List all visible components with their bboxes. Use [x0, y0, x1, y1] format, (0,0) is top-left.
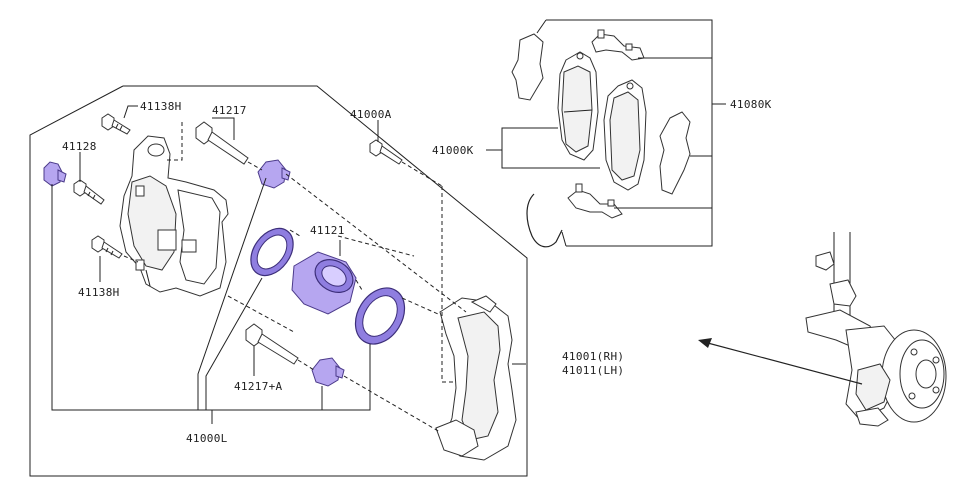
leader-sensor — [561, 231, 567, 247]
caliper-piston — [291, 251, 357, 315]
label-41128: 41128 — [62, 140, 97, 153]
caliper-assembly-frame — [29, 85, 528, 477]
arrow-head-icon — [698, 338, 712, 348]
brake-pad-outer — [603, 79, 647, 191]
pad-wear-sensor — [526, 193, 563, 248]
label-41001RH: 41001(RH) — [562, 350, 624, 363]
label-41000K: 41000K — [432, 144, 474, 157]
guide-pin-41217A — [245, 323, 299, 365]
piston-seal-ring — [250, 227, 294, 277]
leader-41138H-top — [123, 105, 138, 119]
caliper-bracket — [435, 295, 517, 461]
bolt-41128 — [73, 179, 105, 205]
vehicle-wheel-hub — [805, 232, 947, 427]
leader-41000K — [501, 127, 600, 169]
bleeder-cap — [43, 161, 67, 187]
pin-boot-bottom — [311, 357, 345, 387]
pad-kit-frame-tail — [536, 19, 547, 34]
label-41011LH: 41011(LH) — [562, 364, 624, 377]
brake-pads-group — [511, 29, 691, 248]
dash-boot-to-bracket — [343, 375, 441, 433]
caliper-body — [119, 135, 229, 297]
piston-boot — [354, 287, 406, 345]
pin-boot-top — [257, 159, 291, 189]
bolt-41138H-bottom — [91, 235, 123, 259]
label-41080K: 41080K — [730, 98, 772, 111]
dash-pin-boot-bottom — [297, 359, 315, 371]
guide-pin-41217 — [195, 121, 249, 165]
pad-shim-right — [659, 111, 691, 195]
dash-piston-boot — [355, 279, 363, 291]
dash-41121 — [337, 235, 415, 257]
dash-41138H-bottom — [123, 255, 139, 263]
label-41217: 41217 — [212, 104, 247, 117]
pad-kit-frame — [546, 19, 713, 247]
label-41217A: 41217+A — [234, 380, 283, 393]
pad-clip-top — [591, 29, 645, 61]
label-41138H-bottom: 41138H — [78, 286, 120, 299]
dash-caliper-to-pin — [227, 295, 295, 333]
label-41000A: 41000A — [350, 108, 392, 121]
brake-pad-inner — [557, 51, 599, 161]
dash-boot-bracket-top — [401, 297, 439, 315]
dash-pin-to-bracket — [285, 173, 467, 313]
label-41138H-top: 41138H — [140, 100, 182, 113]
leader-41217 — [212, 117, 235, 140]
label-41000L: 41000L — [186, 432, 228, 445]
dash-41000A — [401, 161, 443, 187]
dash-guide-top — [164, 122, 183, 161]
label-41121: 41121 — [310, 224, 345, 237]
pad-shim-left — [511, 33, 544, 101]
bolt-41138H-top — [101, 113, 131, 135]
bolt-41000A — [369, 139, 403, 165]
location-arrow — [703, 341, 863, 385]
dash-seal-piston — [289, 229, 301, 237]
pad-clip-bottom — [567, 183, 623, 219]
dash-pin-boot-top — [247, 161, 263, 171]
leader-41000L-tree — [51, 177, 371, 424]
